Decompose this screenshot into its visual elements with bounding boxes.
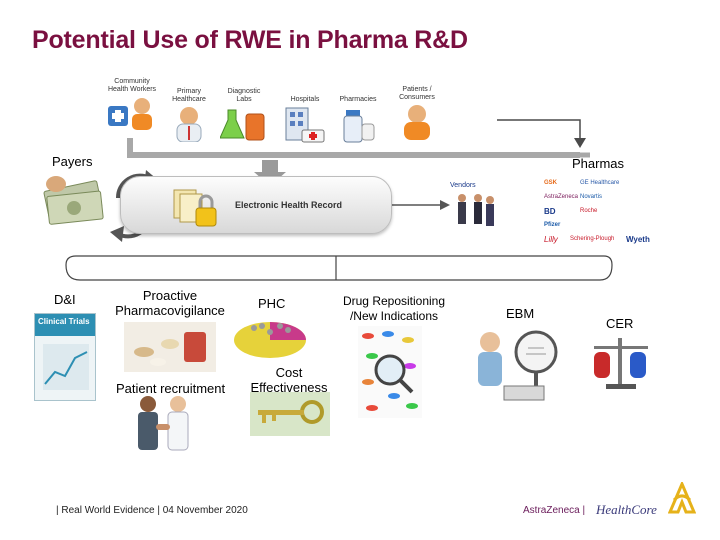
use-cer-label: CER: [606, 316, 634, 331]
handshake-doctor-image: [138, 396, 189, 451]
lab-flask-icon: [219, 109, 265, 141]
pharma-logo: Pfizer: [544, 222, 561, 228]
money-icon: [43, 176, 104, 225]
use-drug-repositioning-label: Drug Repositioning /New Indications: [342, 294, 446, 323]
stakeholder-hospitals: Hospitals: [282, 96, 328, 151]
folder-lock-icon: [173, 189, 217, 227]
pharma-logo: AstraZeneca: [544, 194, 579, 200]
use-phc-label: PHC: [258, 296, 286, 311]
stakeholder-label: Primary Healthcare: [172, 88, 206, 103]
stakeholder-community-health: Community Health Workers: [106, 78, 158, 137]
pharma-logo: GSK: [544, 180, 558, 186]
ehr-down-arrow-stem: [262, 160, 278, 174]
pharmas-arrow-head: [574, 138, 586, 148]
use-ebm-label: EBM: [506, 306, 535, 321]
health-worker-icon: [108, 98, 152, 130]
pharmas-arrow-line: [497, 119, 581, 140]
pharma-logo: Schering-Plough: [570, 236, 615, 242]
pills-image: [124, 322, 216, 372]
vendors-label: Vendors: [450, 182, 476, 189]
key-dollar-image: [250, 392, 330, 436]
hospital-icon: [285, 107, 325, 143]
stakeholder-diagnostic-labs: Diagnostic Labs: [219, 88, 268, 149]
ehr-bar: [120, 176, 392, 234]
bracket-top: [65, 255, 613, 266]
pharma-logo: GE Healthcare: [580, 180, 620, 186]
pharmas-label: Pharmas: [572, 156, 625, 171]
clinical-trials-book-image: Clinical Trials: [34, 313, 96, 401]
use-cost-effectiveness-label: Cost Effectiveness: [250, 365, 328, 395]
pharma-logo: Roche: [580, 208, 598, 214]
stakeholder-patients: Patients / Consumers: [392, 86, 442, 147]
pie-people-image: [234, 322, 306, 358]
pills-magnifier-image: [358, 326, 422, 418]
bracket-bottom: [65, 264, 613, 281]
scale-pills-image: [594, 338, 648, 389]
pharma-logo: BD: [544, 207, 556, 216]
stakeholder-label: Patients / Consumers: [399, 86, 435, 101]
pharma-logo: Lilly: [544, 235, 558, 244]
astrazeneca-logo-icon: [668, 482, 696, 514]
page-title: Potential Use of RWE in Pharma R&D: [32, 26, 468, 54]
stakeholder-primary-healthcare: Primary Healthcare: [164, 88, 214, 147]
pharma-logos-panel: GSK GE Healthcare AstraZeneca BD Pfizer …: [540, 178, 664, 250]
ehr-label: Electronic Health Record: [235, 200, 343, 210]
use-dni-label: D&I: [54, 292, 76, 307]
stakeholder-pharmacies: Pharmacies: [336, 96, 380, 151]
footer-company-text: AstraZeneca |: [523, 505, 586, 516]
researcher-magnifier-image: [478, 330, 558, 401]
patient-icon: [404, 105, 430, 140]
medicine-bottle-icon: [343, 110, 375, 143]
business-people-icon: [458, 194, 494, 226]
book-title: Clinical Trials: [35, 314, 95, 336]
stakeholder-label: Pharmacies: [339, 96, 377, 103]
pharma-logo: Wyeth: [626, 235, 650, 244]
stakeholder-label: Diagnostic Labs: [227, 88, 261, 103]
stakeholder-label: Community Health Workers: [107, 78, 157, 93]
pharma-logo: Novartis: [580, 194, 603, 200]
footer-left-text: | Real World Evidence | 04 November 2020: [56, 505, 248, 516]
stakeholder-label: Hospitals: [290, 96, 320, 103]
use-pharmacovigilance-label: Proactive Pharmacovigilance: [115, 288, 225, 318]
healthcore-logo: HealthCore: [596, 502, 657, 517]
doctor-icon: [176, 107, 202, 143]
use-patient-recruitment-label: Patient recruitment: [116, 381, 226, 396]
chart-illustration-icon: [43, 344, 89, 390]
payers-label: Payers: [52, 154, 93, 169]
